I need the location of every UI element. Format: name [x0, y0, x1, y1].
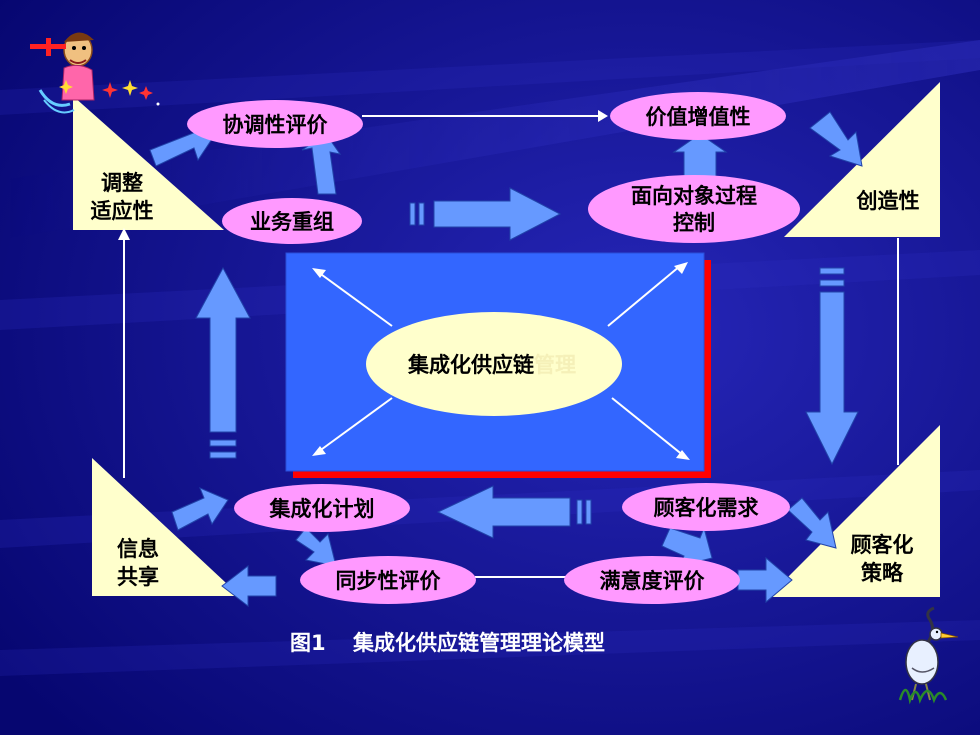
triangle-bl-line2: 共享 — [117, 565, 159, 589]
arrow-stripe — [409, 202, 416, 226]
oval-customer-demand — [622, 483, 790, 531]
oval-coordination-eval — [187, 100, 363, 148]
arrow-stripe — [819, 267, 845, 275]
triangle-creativity — [784, 82, 940, 237]
arrow-small-to-creativity — [809, 111, 863, 167]
arrow-small-to-strategy — [737, 556, 793, 604]
oval-business-reorg — [222, 198, 362, 244]
triangle-info-sharing — [92, 458, 240, 596]
triangle-adjust-adaptability — [73, 96, 224, 230]
arrow-stripe — [819, 279, 845, 287]
arrow-right-top — [433, 187, 562, 241]
triangle-tl-line1: 调整 — [101, 171, 143, 195]
arrowhead-up-left — [118, 228, 130, 240]
arrow-up-left — [195, 266, 251, 433]
triangle-tl-line2: 适应性 — [91, 199, 154, 223]
caption-text: 集成化供应链管理理论模型 — [352, 631, 605, 655]
arrow-left-bottom — [436, 485, 571, 539]
arrowhead-to-value — [598, 110, 608, 122]
arrow-down-right — [805, 291, 859, 466]
arrow-small-to-demand — [787, 497, 837, 549]
oval-integrated-plan-label: 集成化计划 — [269, 497, 375, 521]
oval-coordination-eval-label: 协调性评价 — [223, 113, 329, 137]
arrow-stripe — [418, 202, 425, 226]
arrow-stripe — [585, 499, 592, 525]
oval-object-process-line1: 面向对象过程 — [631, 184, 757, 208]
center-diagonal-arrows — [317, 265, 685, 457]
cartoon-character-icon — [30, 32, 160, 114]
arrowhead-sw — [312, 446, 326, 456]
oval-satisfaction-eval — [564, 556, 740, 604]
center-label-faded: 管理 — [534, 353, 576, 377]
oval-object-process-control — [588, 175, 800, 243]
triangle-br-line2: 策略 — [861, 561, 904, 585]
arrow-small-to-info — [221, 564, 277, 608]
center-label: 集成化供应链管理 — [407, 353, 576, 377]
oval-value-added — [610, 92, 786, 140]
heron-bird-icon — [898, 606, 959, 705]
oval-customer-demand-label: 顾客化需求 — [654, 496, 759, 520]
arrowhead-nw — [312, 268, 326, 278]
block-arrows — [149, 111, 863, 608]
oval-object-process-line2: 控制 — [673, 211, 715, 235]
arrowhead-se — [676, 450, 690, 460]
oval-sync-eval-label: 同步性评价 — [336, 569, 442, 593]
triangle-br-line1: 顾客化 — [851, 533, 914, 557]
connector-lines — [123, 115, 899, 578]
arrowhead-ne — [674, 262, 688, 274]
triangle-customer-strategy — [768, 425, 940, 597]
arrow-small-up-reorg — [301, 133, 342, 195]
triangle-tr-label: 创造性 — [856, 189, 920, 213]
oval-sync-eval — [300, 556, 476, 604]
oval-integrated-plan — [234, 484, 410, 532]
arrow-stripe — [209, 451, 237, 459]
arrow-stripe — [209, 439, 237, 447]
oval-value-added-label: 价值增值性 — [646, 105, 751, 129]
center-ellipse — [366, 312, 622, 416]
arrow-small-to-plan — [171, 487, 229, 531]
arrow-stripe — [576, 499, 583, 525]
caption-prefix: 图1 — [290, 631, 326, 655]
triangle-bl-line1: 信息 — [117, 537, 159, 561]
center-label-visible: 集成化供应链 — [407, 353, 535, 377]
oval-satisfaction-eval-label: 满意度评价 — [600, 569, 706, 593]
oval-business-reorg-label: 业务重组 — [250, 210, 334, 234]
